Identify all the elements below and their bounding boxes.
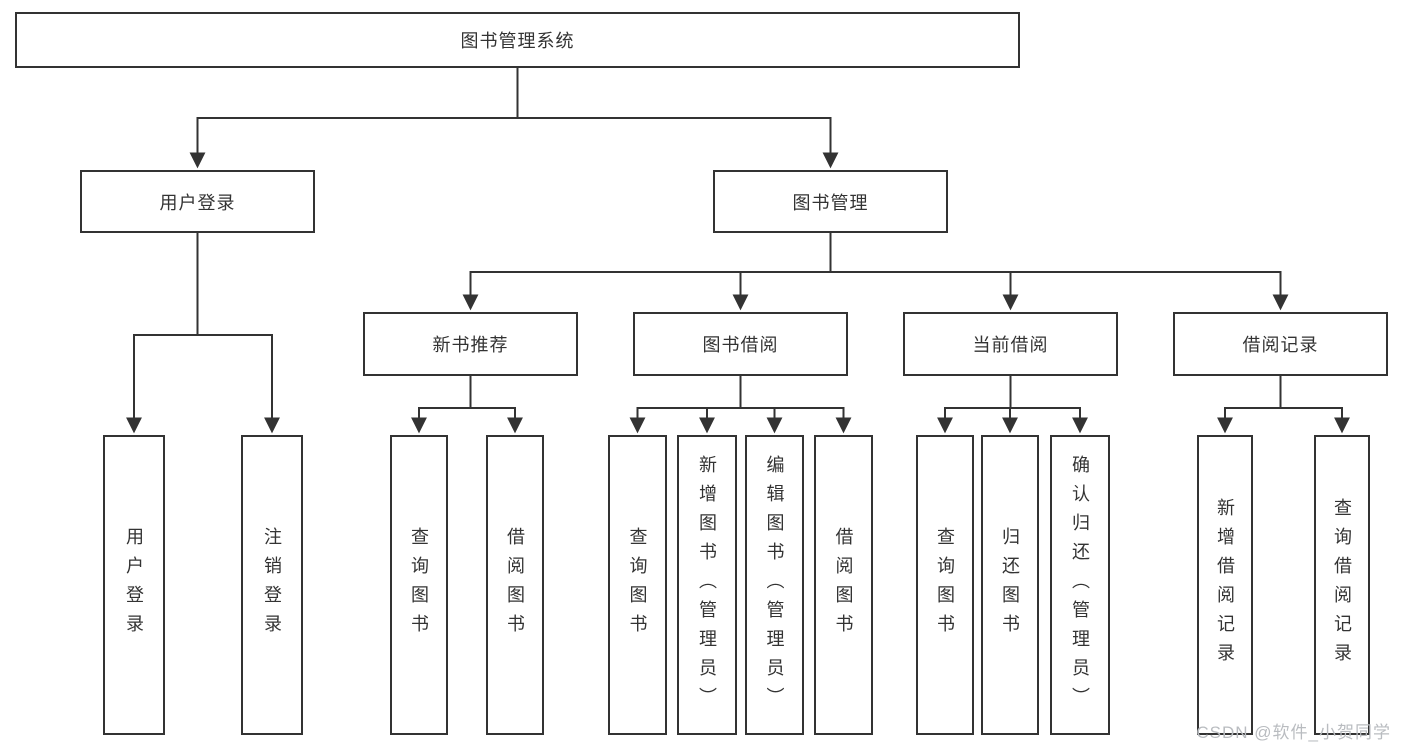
leaf-query-books-recommend-label: 查询图书	[409, 527, 429, 643]
node-borrow-records: 借阅记录	[1173, 312, 1388, 376]
leaf-user-login-label: 用户登录	[124, 527, 144, 643]
node-book-borrow-label: 图书借阅	[702, 335, 779, 355]
node-current-borrow: 当前借阅	[903, 312, 1118, 376]
node-new-book-recommend-label: 新书推荐	[432, 335, 509, 355]
node-current-borrow-label: 当前借阅	[972, 335, 1049, 355]
leaf-add-borrow-record-label: 新增借阅记录	[1215, 498, 1235, 672]
leaf-borrow-books-recommend-label: 借阅图书	[505, 527, 525, 643]
leaf-query-books-current-label: 查询图书	[935, 527, 955, 643]
node-user-login: 用户登录	[80, 170, 315, 233]
leaf-user-login: 用户登录	[103, 435, 165, 735]
leaf-query-books-current: 查询图书	[916, 435, 974, 735]
leaf-logout-label: 注销登录	[262, 527, 282, 643]
leaf-add-borrow-record: 新增借阅记录	[1197, 435, 1253, 735]
leaf-add-book-admin: 新增图书（管理员）	[677, 435, 737, 735]
leaf-edit-book-admin-label: 编辑图书（管理员）	[764, 454, 785, 716]
node-library-management-system: 图书管理系统	[15, 12, 1020, 68]
node-book-management: 图书管理	[713, 170, 948, 233]
leaf-query-borrow-record-label: 查询借阅记录	[1332, 498, 1352, 672]
leaf-confirm-return-admin-label: 确认归还（管理员）	[1070, 454, 1090, 716]
leaf-add-book-admin-label: 新增图书（管理员）	[697, 454, 717, 716]
leaf-confirm-return-admin: 确认归还（管理员）	[1050, 435, 1110, 735]
leaf-borrow-books: 借阅图书	[814, 435, 873, 735]
leaf-query-books-recommend: 查询图书	[390, 435, 448, 735]
node-library-management-system-label: 图书管理系统	[460, 31, 575, 51]
node-book-borrow: 图书借阅	[633, 312, 848, 376]
leaf-query-books-borrow: 查询图书	[608, 435, 667, 735]
leaf-borrow-books-label: 借阅图书	[833, 527, 854, 643]
node-new-book-recommend: 新书推荐	[363, 312, 578, 376]
node-book-management-label: 图书管理	[792, 192, 869, 213]
leaf-edit-book-admin: 编辑图书（管理员）	[745, 435, 804, 735]
leaf-borrow-books-recommend: 借阅图书	[486, 435, 544, 735]
leaf-return-books: 归还图书	[981, 435, 1039, 735]
leaf-query-books-borrow-label: 查询图书	[627, 527, 648, 643]
leaf-logout: 注销登录	[241, 435, 303, 735]
csdn-watermark: CSDN @软件_小贺同学	[1196, 723, 1391, 742]
node-user-login-label: 用户登录	[159, 192, 236, 213]
node-borrow-records-label: 借阅记录	[1242, 335, 1319, 355]
leaf-query-borrow-record: 查询借阅记录	[1314, 435, 1370, 735]
leaf-return-books-label: 归还图书	[1000, 527, 1020, 643]
